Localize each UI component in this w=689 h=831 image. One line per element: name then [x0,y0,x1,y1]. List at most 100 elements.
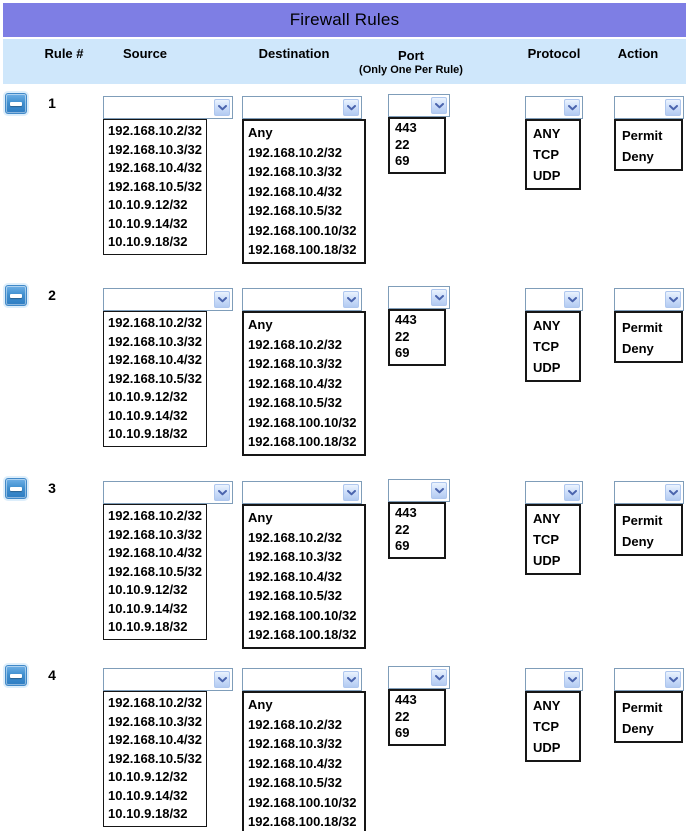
listbox-option[interactable]: 10.10.9.12/32 [108,582,188,597]
listbox-option[interactable]: 192.168.10.3/32 [108,526,202,542]
listbox-option[interactable]: UDP [533,553,561,568]
listbox-option[interactable]: Any [248,697,273,712]
listbox-option[interactable]: 10.10.9.18/32 [108,426,188,441]
listbox-option[interactable]: 192.168.10.5/32 [248,395,342,410]
action-dropdown-button[interactable] [665,484,681,501]
listbox-option[interactable]: 192.168.10.3/32 [108,713,202,729]
listbox-option[interactable]: ANY [533,318,561,333]
action-dropdown[interactable] [614,668,684,691]
listbox-option[interactable]: 192.168.10.2/32 [108,695,202,710]
remove-rule-button[interactable] [5,285,27,306]
remove-rule-button[interactable] [5,93,27,114]
listbox-option[interactable]: Any [248,125,273,140]
listbox-option[interactable]: 192.168.10.5/32 [248,775,342,790]
listbox-option[interactable]: 69 [395,538,410,553]
listbox-option[interactable]: 192.168.10.5/32 [108,750,202,766]
listbox-option[interactable]: TCP [533,719,559,734]
listbox-option[interactable]: 192.168.10.4/32 [248,183,342,199]
listbox-option[interactable]: 192.168.10.2/32 [248,336,342,352]
source-dropdown[interactable] [103,668,233,691]
listbox-option[interactable]: 192.168.10.3/32 [108,333,202,349]
listbox-option[interactable]: UDP [533,740,561,755]
protocol-dropdown[interactable] [525,288,583,311]
action-dropdown-button[interactable] [665,671,681,688]
listbox-option[interactable]: 443 [395,692,417,707]
listbox-option[interactable]: 10.10.9.12/32 [108,769,188,784]
action-dropdown-button[interactable] [665,99,681,116]
listbox-option[interactable]: Permit [622,700,663,715]
listbox-option[interactable]: 22 [395,328,410,344]
listbox-option[interactable]: 443 [395,312,417,327]
listbox-option[interactable]: Deny [622,341,654,356]
listbox-option[interactable]: 192.168.100.10/32 [248,607,357,623]
destination-dropdown[interactable] [242,481,362,504]
listbox-option[interactable]: Any [248,317,273,332]
listbox-option[interactable]: 192.168.10.4/32 [108,352,202,367]
action-dropdown[interactable] [614,288,684,311]
listbox-option[interactable]: 192.168.10.4/32 [248,568,342,584]
source-dropdown-button[interactable] [214,99,230,116]
listbox-option[interactable]: 10.10.9.12/32 [108,389,188,404]
destination-dropdown-button[interactable] [343,671,359,688]
listbox-option[interactable]: 443 [395,505,417,520]
listbox-option[interactable]: 10.10.9.18/32 [108,234,188,249]
destination-dropdown-button[interactable] [343,291,359,308]
listbox-option[interactable]: 10.10.9.18/32 [108,619,188,634]
port-dropdown[interactable] [388,479,450,502]
listbox-option[interactable]: 192.168.10.5/32 [108,370,202,386]
protocol-dropdown-button[interactable] [564,484,580,501]
listbox-option[interactable]: 192.168.100.18/32 [248,627,357,642]
listbox-option[interactable]: TCP [533,339,559,354]
listbox-option[interactable]: ANY [533,698,561,713]
listbox-option[interactable]: 192.168.10.3/32 [108,141,202,157]
listbox-option[interactable]: Permit [622,513,663,528]
listbox-option[interactable]: Deny [622,534,654,549]
protocol-dropdown[interactable] [525,668,583,691]
listbox-option[interactable]: 192.168.10.2/32 [248,144,342,160]
port-dropdown[interactable] [388,666,450,689]
listbox-option[interactable]: 192.168.10.4/32 [248,755,342,771]
listbox-option[interactable]: ANY [533,126,561,141]
listbox-option[interactable]: 192.168.10.5/32 [108,178,202,194]
destination-dropdown-button[interactable] [343,99,359,116]
listbox-option[interactable]: 10.10.9.14/32 [108,215,188,231]
destination-dropdown[interactable] [242,288,362,311]
action-dropdown[interactable] [614,96,684,119]
source-dropdown-button[interactable] [214,291,230,308]
listbox-option[interactable]: 192.168.10.4/32 [108,160,202,175]
listbox-option[interactable]: 192.168.10.5/32 [248,203,342,218]
protocol-dropdown-button[interactable] [564,99,580,116]
listbox-option[interactable]: 192.168.10.2/32 [108,508,202,523]
destination-dropdown-button[interactable] [343,484,359,501]
listbox-option[interactable]: 22 [395,708,410,724]
listbox-option[interactable]: 192.168.10.4/32 [108,732,202,747]
port-dropdown-button[interactable] [431,482,447,499]
listbox-option[interactable]: Any [248,510,273,525]
listbox-option[interactable]: 443 [395,120,417,135]
listbox-option[interactable]: 69 [395,345,410,360]
port-dropdown-button[interactable] [431,289,447,306]
listbox-option[interactable]: 192.168.10.3/32 [248,736,342,751]
listbox-option[interactable]: TCP [533,147,559,162]
listbox-option[interactable]: Deny [622,721,654,736]
listbox-option[interactable]: 192.168.100.18/32 [248,434,357,449]
listbox-option[interactable]: 22 [395,521,410,537]
listbox-option[interactable]: 192.168.10.2/32 [248,716,342,732]
listbox-option[interactable]: 10.10.9.12/32 [108,197,188,212]
action-dropdown[interactable] [614,481,684,504]
listbox-option[interactable]: Permit [622,320,663,335]
listbox-option[interactable]: 192.168.100.10/32 [248,222,357,238]
listbox-option[interactable]: 192.168.100.18/32 [248,814,357,829]
listbox-option[interactable]: 69 [395,725,410,740]
remove-rule-button[interactable] [5,478,27,499]
listbox-option[interactable]: 192.168.10.4/32 [248,375,342,391]
source-dropdown-button[interactable] [214,484,230,501]
listbox-option[interactable]: 192.168.10.4/32 [108,545,202,560]
listbox-option[interactable]: 192.168.10.2/32 [108,315,202,330]
listbox-option[interactable]: 192.168.10.2/32 [108,123,202,138]
listbox-option[interactable]: 192.168.100.10/32 [248,794,357,810]
listbox-option[interactable]: 10.10.9.18/32 [108,806,188,821]
listbox-option[interactable]: UDP [533,168,561,183]
port-dropdown[interactable] [388,286,450,309]
listbox-option[interactable]: 192.168.100.10/32 [248,414,357,430]
